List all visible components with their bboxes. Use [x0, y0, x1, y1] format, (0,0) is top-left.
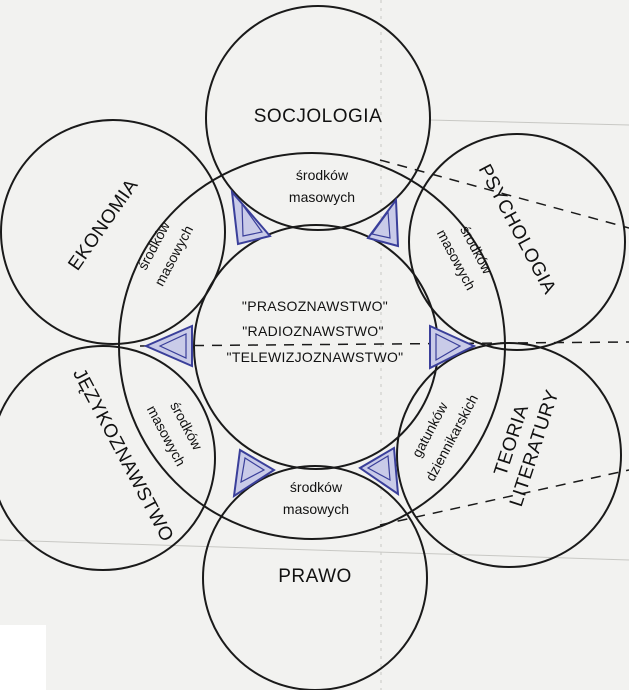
dashed-line-upper — [379, 159, 629, 229]
label-upper-right: PSYCHOLOGIA — [474, 161, 560, 298]
accent-triangle-upper-right — [366, 197, 400, 248]
ring-outer-circle — [118, 152, 506, 540]
accent-triangle-upper-left — [230, 188, 272, 246]
label-bottom: PRAWO — [278, 566, 352, 587]
circle-upper-left — [0, 119, 226, 345]
ring-top-line1: środków — [296, 167, 349, 183]
label-top: SOCJOLOGIA — [254, 106, 383, 127]
circle-top — [205, 5, 431, 231]
core-line3: "TELEWIZJOZNAWSTWO" — [227, 349, 404, 365]
ring-top-line2: masowych — [289, 189, 355, 205]
label-upper-left: EKONOMIA — [64, 175, 142, 274]
accent-triangle-left — [143, 324, 193, 368]
ring-bottom-line1: środków — [290, 479, 343, 495]
label-lower-left: JĘZYKOZNAWSTWO — [68, 365, 177, 545]
dashed-line-middle — [139, 341, 629, 347]
core-line2: "RADIOZNAWSTWO" — [242, 323, 383, 339]
ring-inner-circle — [193, 224, 439, 470]
core-line1: "PRASOZNAWSTWO" — [242, 298, 388, 314]
circle-lower-left — [0, 345, 216, 571]
ring-bottom-line2: masowych — [283, 501, 349, 517]
dashed-line-lower — [379, 469, 629, 526]
circle-upper-right — [408, 133, 626, 351]
accent-triangle-lower-left — [232, 448, 276, 499]
circle-bottom — [202, 465, 428, 690]
corner-patch — [0, 625, 46, 690]
